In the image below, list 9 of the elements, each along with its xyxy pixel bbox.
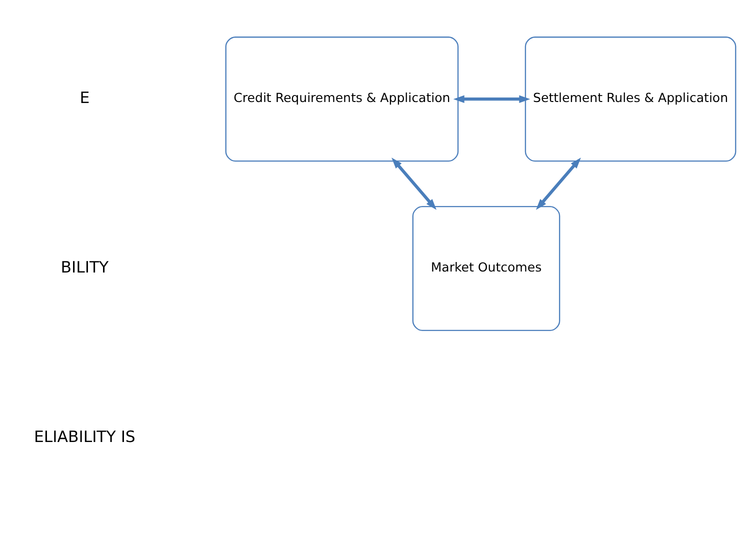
node-box: Settlement Rules & Application	[524, 36, 736, 162]
label: E	[80, 88, 90, 108]
arrow	[536, 158, 581, 210]
node-box: Credit Requirements & Application	[225, 36, 459, 162]
node-box: Market Outcomes	[412, 206, 560, 332]
label: BILITY	[60, 257, 109, 276]
arrow	[392, 158, 436, 210]
label: ELIABILITY IS	[34, 426, 136, 446]
arrow	[453, 95, 530, 103]
